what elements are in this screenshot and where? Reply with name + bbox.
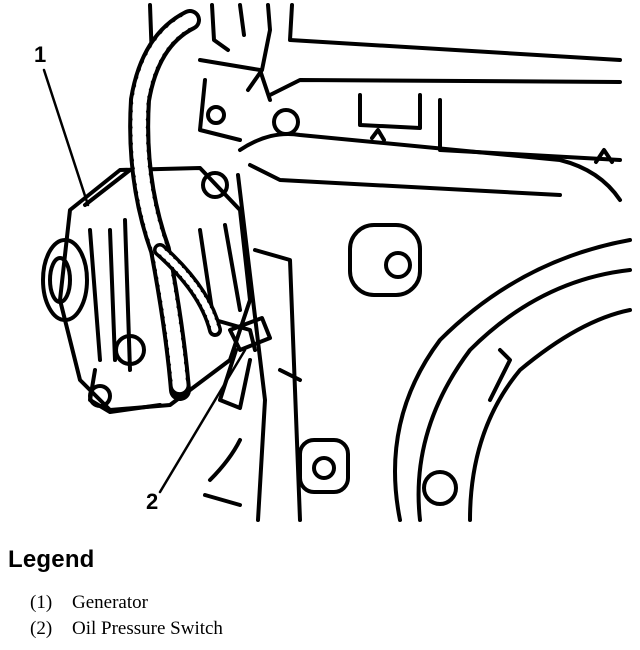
callout-1-leader: [42, 68, 90, 207]
wiring-harness: [128, 9, 222, 401]
generator: [41, 166, 257, 414]
legend-title: Legend: [8, 546, 95, 573]
legend-item: (2) Oil Pressure Switch: [30, 616, 223, 642]
legend-item: (1) Generator: [30, 590, 223, 616]
upper-bracket: [148, 3, 622, 142]
legend-item-label: Oil Pressure Switch: [72, 618, 223, 639]
callout-1-label: 1: [34, 42, 47, 67]
legend-item-number: (1): [30, 592, 53, 613]
legend-list: (1) Generator (2) Oil Pressure Switch: [30, 590, 223, 642]
engine-block: [203, 78, 632, 522]
legend-item-number: (2): [30, 618, 53, 639]
oil-pressure-switch: [218, 316, 272, 410]
callout-2-leader: [158, 348, 247, 494]
legend-item-label: Generator: [72, 592, 148, 613]
generator-illustration: [41, 3, 632, 522]
callout-2-label: 2: [146, 489, 159, 514]
